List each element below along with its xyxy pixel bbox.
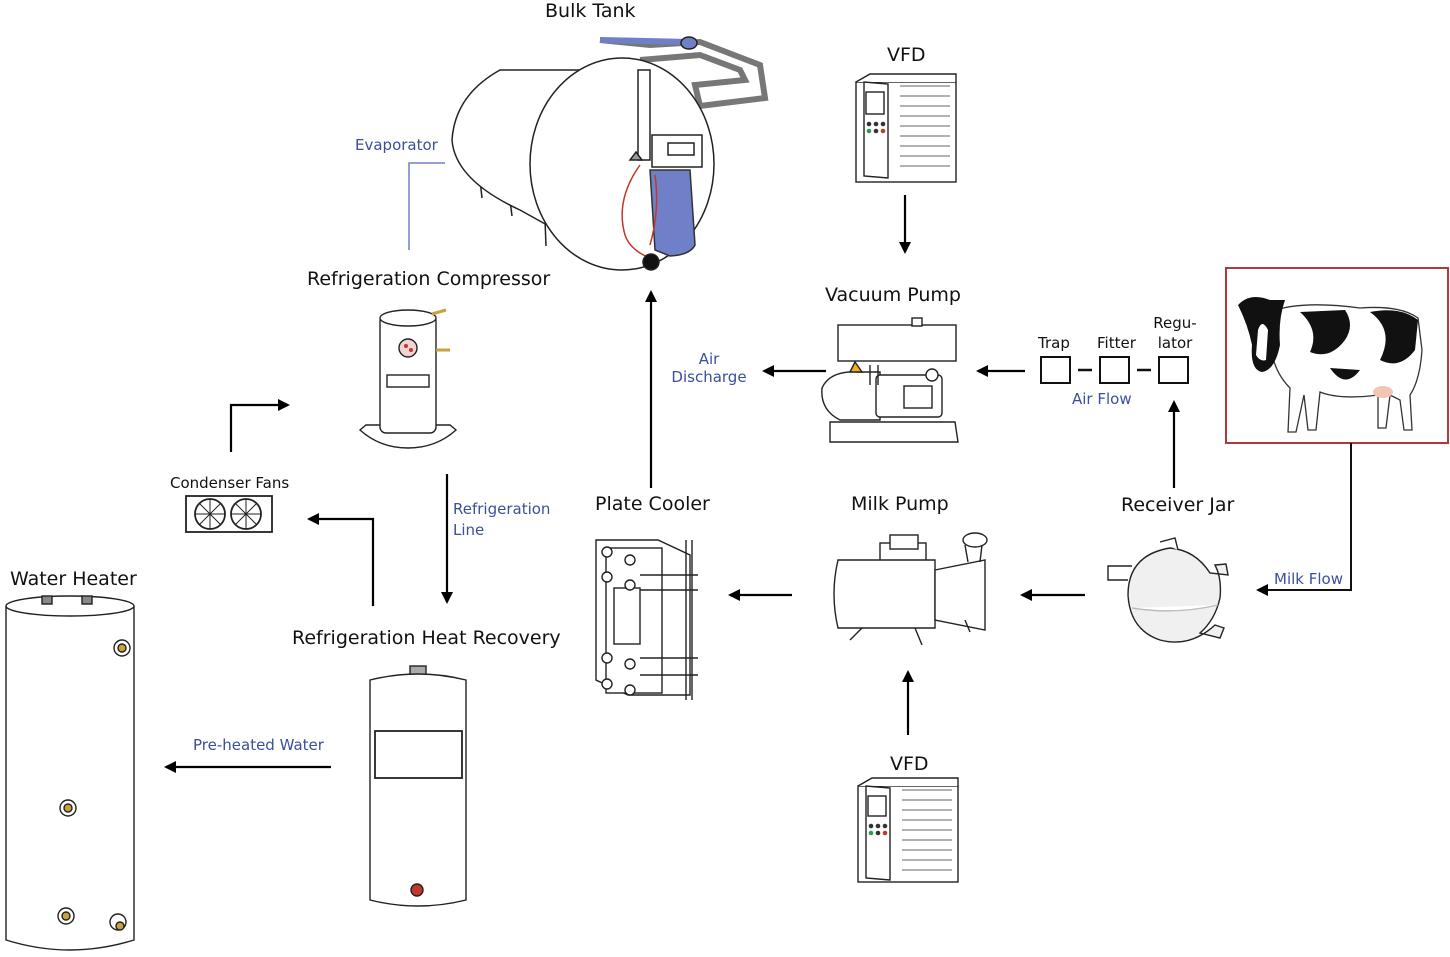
heat-recovery-illustration: [369, 665, 467, 907]
fitter-label: Fitter: [1097, 334, 1136, 352]
bulk-tank-illustration: [451, 36, 769, 271]
vacuum-pump-label: Vacuum Pump: [825, 284, 961, 306]
vfd-top-label: VFD: [887, 44, 926, 66]
milk-pump-illustration: [833, 532, 988, 646]
air-discharge-line1: Air: [698, 350, 720, 368]
evaporator-label: Evaporator: [355, 136, 438, 154]
water-heater-label: Water Heater: [10, 568, 137, 590]
arrow-fans-to-compressor: [229, 399, 290, 452]
vacuum-pump-illustration: [821, 317, 959, 443]
trap-label: Trap: [1038, 334, 1070, 352]
receiver-jar-illustration: [1107, 537, 1229, 643]
refrigeration-heat-recovery-label: Refrigeration Heat Recovery: [292, 627, 561, 649]
milk-pump-label: Milk Pump: [851, 493, 949, 515]
refrigeration-line-line2: Line: [453, 521, 485, 539]
vfd-bottom-label: VFD: [890, 753, 929, 775]
refrigeration-compressor-label: Refrigeration Compressor: [307, 268, 551, 290]
evaporator-leader-line: [408, 162, 445, 250]
flow-arrows: [164, 195, 1180, 773]
regulator-line1: Regu-: [1153, 314, 1197, 332]
air-flow-label: Air Flow: [1072, 390, 1132, 408]
receiver-jar-label: Receiver Jar: [1121, 494, 1235, 516]
pre-heated-water-label: Pre-heated Water: [193, 736, 324, 754]
refrigeration-compressor-illustration: [358, 308, 458, 449]
refrigeration-line-label: Refrigeration Line: [453, 499, 550, 541]
plate-cooler-label: Plate Cooler: [595, 493, 710, 515]
vfd-top-illustration: [855, 73, 957, 183]
air-line-components: [1040, 356, 1189, 384]
bulk-tank-label: Bulk Tank: [545, 0, 636, 22]
milk-flow-label: Milk Flow: [1274, 570, 1343, 588]
vfd-bottom-illustration: [857, 777, 959, 883]
milk-flow-line: [1256, 443, 1352, 596]
condenser-fans-label: Condenser Fans: [170, 474, 290, 492]
cow-photo: [1225, 267, 1449, 444]
air-discharge-label: Air Discharge: [668, 350, 750, 386]
air-discharge-line2: Discharge: [671, 368, 747, 386]
plate-cooler-illustration: [595, 539, 698, 700]
condenser-fans-illustration: [185, 495, 273, 533]
arrow-recovery-to-fans: [307, 513, 375, 606]
refrigeration-line-line1: Refrigeration: [453, 500, 551, 518]
regulator-label: Regu- lator: [1150, 313, 1200, 353]
water-heater-illustration: [5, 595, 135, 951]
regulator-line2: lator: [1157, 334, 1193, 352]
